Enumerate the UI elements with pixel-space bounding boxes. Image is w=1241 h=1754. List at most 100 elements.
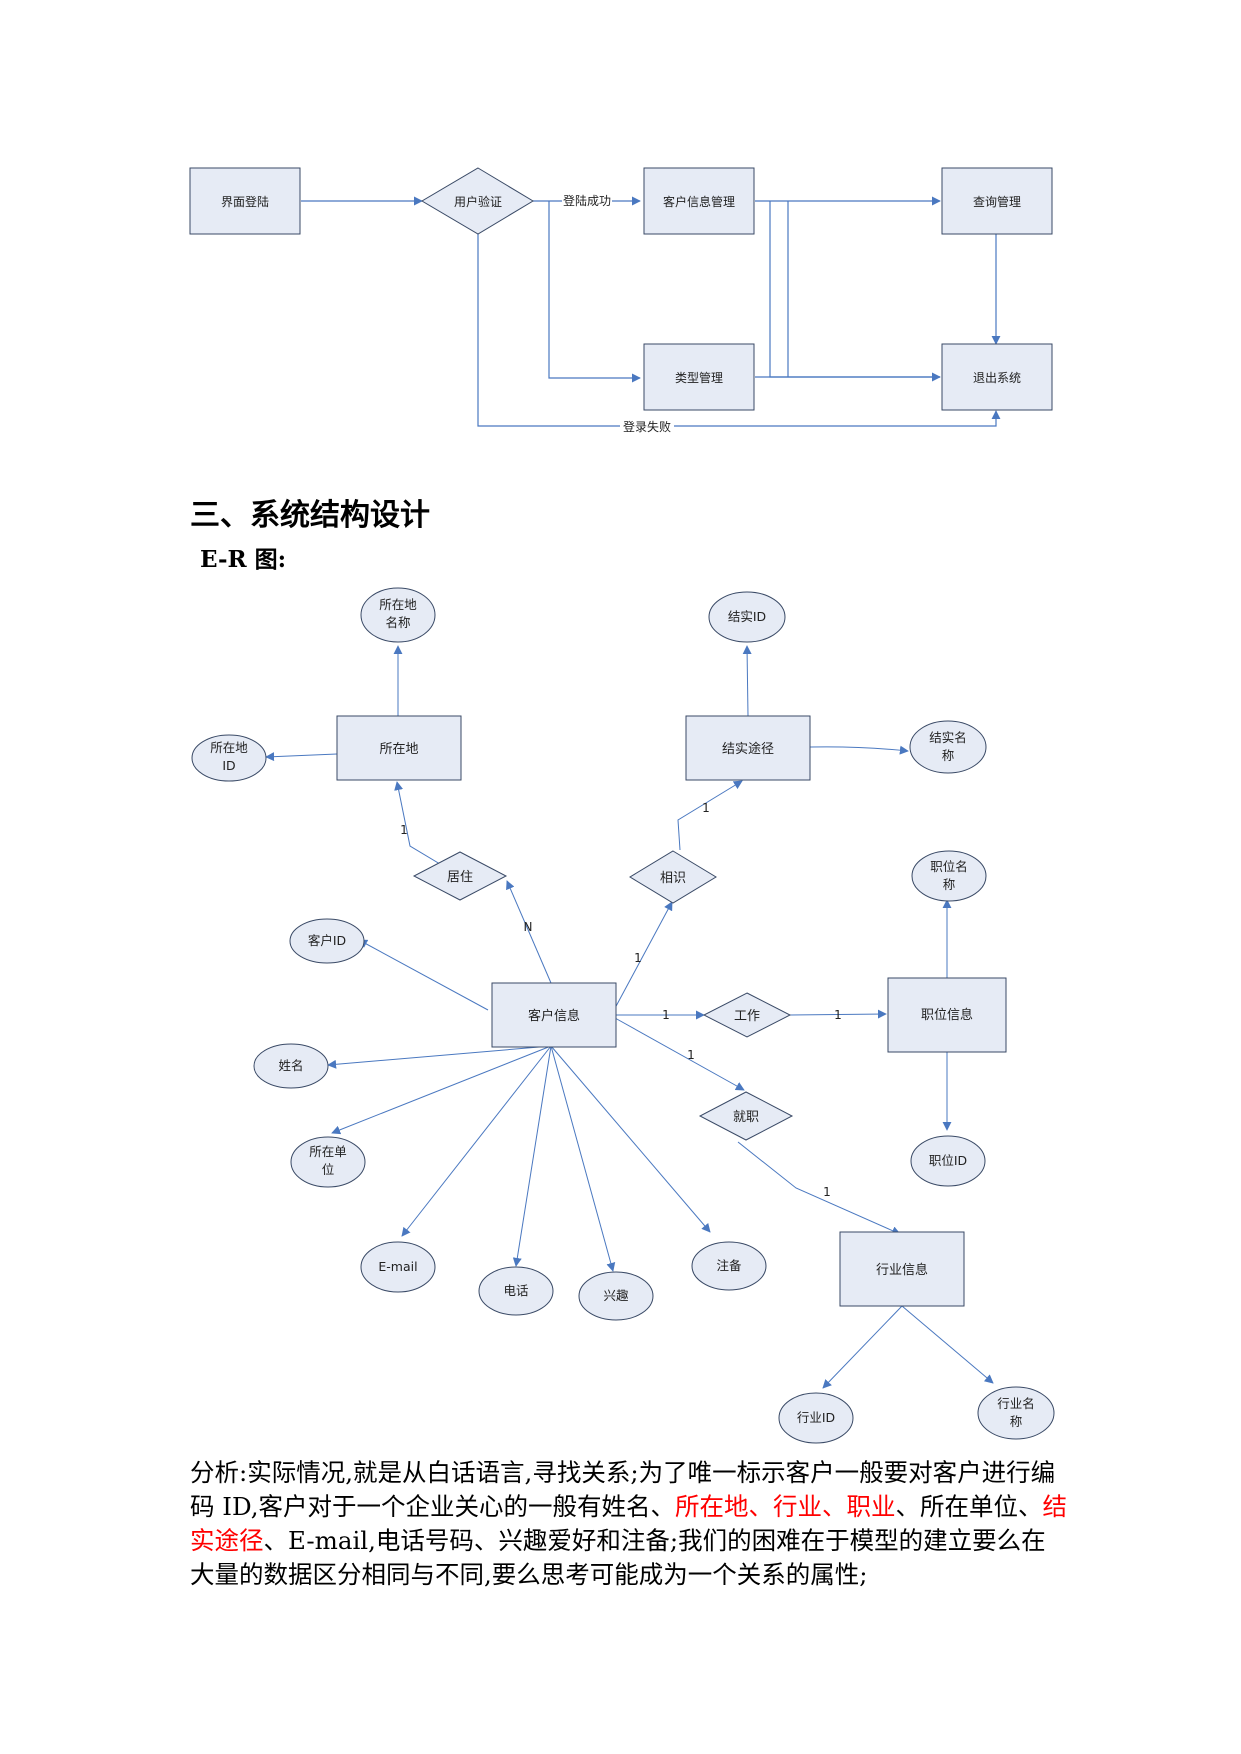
attr-meet-id-label: 结实ID: [728, 609, 766, 624]
entity-customer-label: 客户信息: [528, 1008, 580, 1024]
edge-customer-exit-a: [769, 201, 941, 382]
attr-customer-id-label: 客户ID: [308, 933, 346, 948]
attr-company-l1: 所在单: [309, 1144, 347, 1159]
card-acquaint-customer: 1: [634, 951, 642, 965]
attr-interest: [578, 1271, 654, 1321]
card-reside-location: 1: [400, 823, 408, 837]
node-customer-mgmt: [643, 167, 755, 235]
flowchart: 登陆成功 登录失败 界面登陆 用户验证 客户信息管理 查询管理 类型管理 退出系…: [189, 167, 1053, 436]
er-edge-employ-industry: [737, 1141, 901, 1235]
attr-industry-name-l1: 行业名: [997, 1396, 1035, 1411]
analysis-text: 分析:实际情况,就是从白话语言,寻找关系;为了唯一标示客户一般要对客户进行编码 …: [190, 1458, 1056, 1521]
attr-location-id-l1: 所在地: [210, 740, 248, 755]
edge-verify-exit-fail: [477, 233, 1001, 427]
er-edge-customer-acquaint: [613, 901, 673, 1011]
er-edge-customer-employ: [614, 1017, 745, 1091]
entity-meet-way-label: 结实途径: [722, 741, 774, 757]
er-edge: [822, 1305, 903, 1389]
relation-acquaint: [629, 850, 717, 904]
er-edge-customer-reside: [506, 880, 552, 984]
node-query-mgmt-label: 查询管理: [973, 194, 1021, 209]
attr-meet-name-l2: 称: [942, 748, 955, 763]
node-type-mgmt: [643, 343, 755, 411]
relation-employ-label: 就职: [733, 1110, 759, 1125]
attr-email-label: E-mail: [378, 1259, 417, 1274]
entity-industry-label: 行业信息: [876, 1262, 928, 1278]
entity-location: [336, 715, 462, 781]
er-edges: [265, 645, 994, 1389]
er-edge: [809, 745, 909, 755]
node-verify-label: 用户验证: [454, 194, 502, 209]
attr-industry-id-label: 行业ID: [797, 1410, 835, 1425]
relation-reside: [412, 851, 508, 901]
attr-phone-label: 电话: [503, 1283, 528, 1298]
relation-work-label: 工作: [734, 1009, 760, 1024]
card-employ-customer: 1: [687, 1048, 695, 1062]
attr-meet-name: [909, 720, 987, 774]
attr-customer-id: [289, 918, 365, 964]
er-edge: [358, 939, 489, 1011]
entity-industry: [839, 1231, 965, 1307]
attr-meet-id: [708, 591, 786, 643]
analysis-highlight: 所在地: [675, 1492, 749, 1521]
card-employ-industry: 1: [823, 1185, 831, 1199]
node-login: [189, 167, 301, 235]
attr-job-name-l2: 称: [943, 877, 956, 892]
node-customer-mgmt-label: 客户信息管理: [663, 194, 735, 209]
attr-note-label: 注备: [716, 1258, 742, 1273]
card-work-job: 1: [834, 1008, 842, 1022]
attr-location-name-l2: 名称: [385, 615, 410, 630]
edge-label-bg: [562, 191, 612, 211]
relation-employ: [698, 1091, 794, 1141]
attr-location-id: [191, 734, 267, 782]
analysis-text: 、所在单位、: [895, 1492, 1043, 1521]
analysis-highlight-sep: 、: [822, 1492, 847, 1521]
analysis-highlight: 行业: [773, 1492, 823, 1521]
node-exit-label: 退出系统: [973, 371, 1021, 385]
entity-job-label: 职位信息: [921, 1007, 973, 1023]
node-verify: [421, 167, 534, 235]
attr-job-name-l1: 职位名: [930, 859, 968, 874]
er-edge-work-job: [789, 1009, 887, 1019]
edge-verify-type: [548, 201, 641, 383]
attr-phone: [478, 1266, 554, 1316]
attr-name: [253, 1043, 329, 1089]
er-edge: [901, 1305, 994, 1384]
analysis-text: 、E-mail,电话号码、兴趣爱好和注备;我们的困难在于模型的建立要么在大量的数…: [190, 1526, 1046, 1589]
attr-industry-name-l2: 称: [1010, 1414, 1023, 1429]
attr-company-l2: 位: [322, 1162, 335, 1177]
attr-location-name-l1: 所在地: [379, 597, 417, 612]
attr-note: [691, 1241, 767, 1291]
analysis-highlight: 职业: [846, 1492, 896, 1521]
analysis-highlight: 结实途径: [190, 1492, 1068, 1555]
er-edge: [401, 1045, 552, 1237]
edge-label-fail: 登录失败: [623, 419, 671, 434]
attr-job-id: [910, 1135, 986, 1187]
node-exit: [941, 343, 1053, 411]
relation-reside-label: 居住: [447, 870, 473, 885]
edge-label-success: 登陆成功: [563, 193, 611, 208]
relation-acquaint-label: 相识: [660, 871, 686, 886]
card-acquaint-meet: 1: [702, 801, 710, 815]
analysis-highlight-sep: 、: [748, 1492, 774, 1521]
attr-industry-name: [977, 1386, 1055, 1440]
attr-location-name: [360, 587, 436, 643]
entity-job: [887, 977, 1007, 1053]
attr-company: [290, 1136, 366, 1188]
card-reside-customer: N: [524, 920, 533, 934]
attr-interest-label: 兴趣: [603, 1288, 629, 1303]
entity-customer: [491, 982, 617, 1048]
attr-location-id-l2: ID: [222, 758, 235, 773]
er-edge-acquaint-meet: [677, 780, 743, 851]
node-query-mgmt: [941, 167, 1053, 235]
attr-name-label: 姓名: [278, 1058, 303, 1073]
node-login-label: 界面登陆: [221, 194, 269, 209]
relation-work: [702, 992, 792, 1038]
attr-job-id-label: 职位ID: [929, 1153, 967, 1168]
node-type-mgmt-label: 类型管理: [675, 370, 723, 385]
er-edge: [327, 1045, 552, 1069]
er-edge: [550, 1045, 616, 1272]
edge-label-bg: [620, 416, 674, 436]
entity-location-label: 所在地: [379, 742, 418, 757]
